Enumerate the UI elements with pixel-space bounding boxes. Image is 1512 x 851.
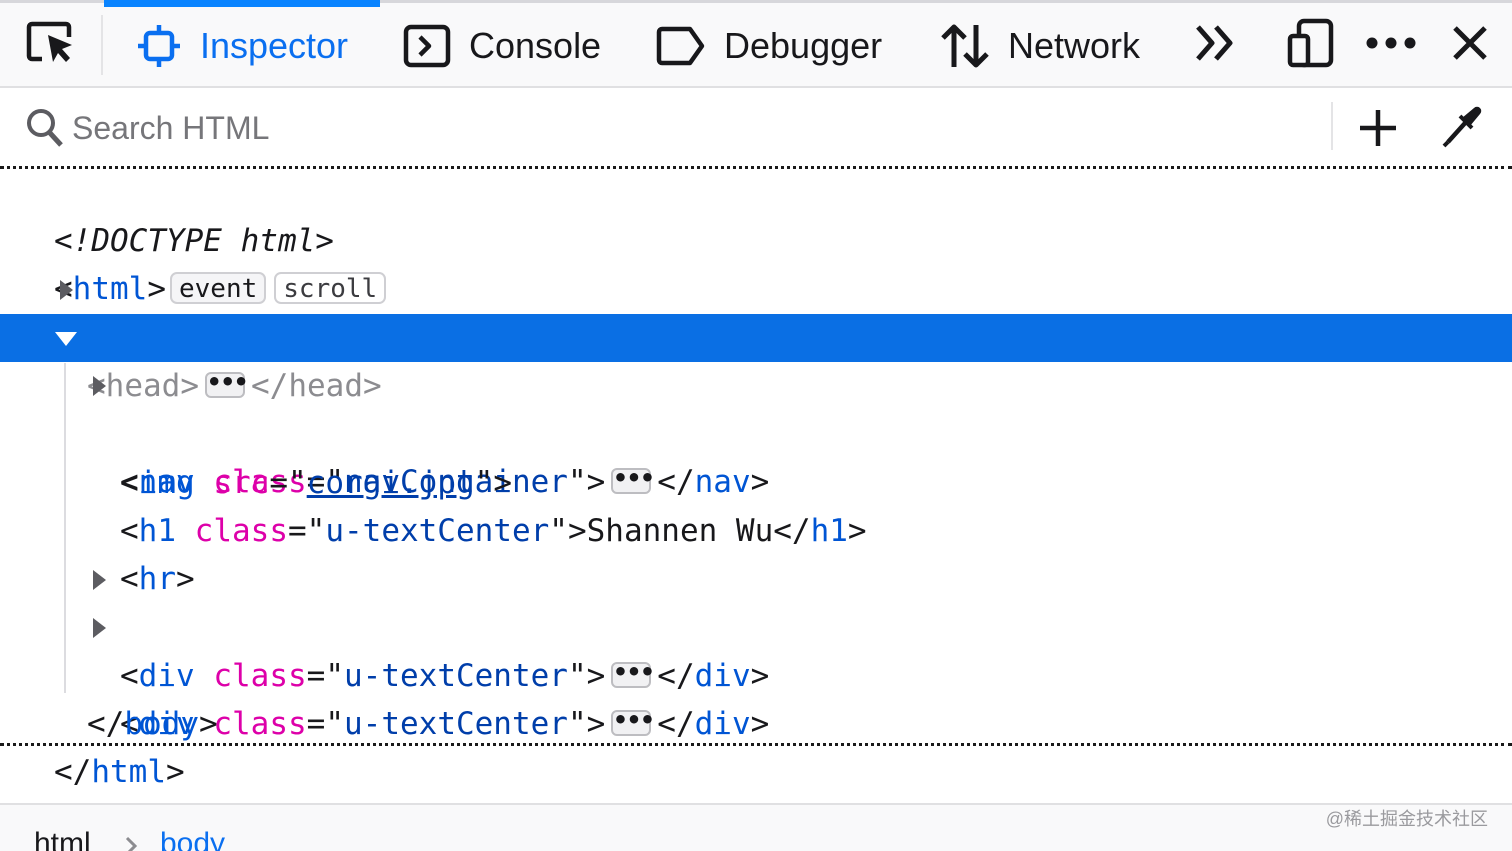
- div-node[interactable]: <div class="u-textCenter">•••</div>: [0, 556, 1512, 694]
- div-attr-value: u-textCenter: [344, 658, 568, 694]
- head-tag-name: head: [105, 368, 181, 404]
- html-close-node[interactable]: </html>: [54, 754, 185, 790]
- h1-text-content: Shannen Wu: [586, 513, 774, 549]
- eyedropper-button[interactable]: [1440, 104, 1484, 155]
- expand-nav-twisty[interactable]: [93, 376, 106, 396]
- responsive-design-button[interactable]: [1287, 3, 1335, 88]
- h1-attr-value: u-textCenter: [325, 513, 550, 549]
- search-divider: [1331, 102, 1333, 150]
- more-options-button[interactable]: [1366, 3, 1416, 88]
- inspector-icon: [136, 23, 182, 69]
- img-src-link[interactable]: corgi.jpg: [306, 465, 475, 501]
- doctype-node[interactable]: <!DOCTYPE html>: [0, 169, 1512, 259]
- eyedropper-icon: [1442, 106, 1482, 148]
- body-close-tag-name: body: [124, 706, 199, 742]
- collapsed-div-marker[interactable]: •••: [611, 705, 655, 736]
- img-tag-name: img: [138, 465, 195, 501]
- expand-div-twisty[interactable]: [93, 618, 106, 638]
- tab-debugger[interactable]: Debugger: [656, 3, 882, 88]
- add-node-icon: [1360, 110, 1396, 146]
- div-attr-name: class: [213, 706, 307, 742]
- element-picker-button[interactable]: [26, 3, 76, 88]
- nav-node[interactable]: <nav class="navContainer">•••</nav>: [0, 362, 1512, 500]
- tab-network-label: Network: [1008, 24, 1141, 66]
- element-picker-icon: [26, 21, 76, 70]
- html-tag-name: html: [72, 271, 148, 307]
- collapse-body-twisty[interactable]: [55, 332, 77, 346]
- breadcrumb-separator-icon: [124, 831, 138, 851]
- body-node-selected[interactable]: <body>: [0, 314, 1512, 452]
- doctype-text: <!DOCTYPE html>: [54, 223, 334, 259]
- add-node-button[interactable]: [1358, 108, 1398, 153]
- hr-tag-name: hr: [138, 561, 176, 597]
- nav-attr-name: class: [213, 464, 307, 500]
- search-bar: [0, 88, 1512, 166]
- tab-inspector[interactable]: Inspector: [104, 0, 380, 88]
- tab-debugger-label: Debugger: [724, 24, 883, 66]
- collapsed-head-marker[interactable]: •••: [205, 367, 248, 398]
- toolbar-divider: [101, 15, 103, 75]
- div-tag-name: div: [138, 706, 195, 742]
- expand-head-twisty[interactable]: [60, 280, 73, 300]
- h1-attr-name: class: [194, 513, 288, 549]
- collapsed-nav-marker[interactable]: •••: [611, 463, 655, 494]
- search-html-input[interactable]: [72, 102, 972, 154]
- devtools-toolbar: Inspector Console Debugger Network: [0, 0, 1512, 88]
- img-attr-name: src: [213, 465, 270, 501]
- more-tabs-button[interactable]: [1194, 3, 1238, 88]
- responsive-design-icon: [1287, 18, 1335, 73]
- div-close-tag-name: div: [694, 658, 751, 694]
- event-badge[interactable]: event: [170, 271, 267, 304]
- html-close-tag-name: html: [91, 754, 166, 790]
- head-close-tag-name: head: [288, 368, 363, 404]
- nav-attr-value: navContainer: [344, 464, 568, 500]
- breadcrumb-item-html[interactable]: html: [34, 827, 91, 851]
- console-icon: [403, 24, 451, 68]
- h1-tag-name: h1: [138, 513, 176, 549]
- collapsed-div-marker[interactable]: •••: [611, 657, 655, 688]
- network-icon: [940, 23, 990, 69]
- nav-tag-name: nav: [138, 464, 195, 500]
- scroll-badge[interactable]: scroll: [274, 271, 387, 304]
- body-close-node[interactable]: </body>: [87, 706, 218, 742]
- expand-div-twisty[interactable]: [93, 570, 106, 590]
- debugger-icon: [656, 26, 706, 66]
- search-icon: [26, 108, 64, 153]
- hr-node[interactable]: <hr>: [120, 561, 195, 597]
- div-tag-name: div: [138, 658, 195, 694]
- div-close-tag-name: div: [694, 706, 751, 742]
- img-node[interactable]: <img src="corgi.jpg">: [120, 465, 512, 501]
- h1-close-tag-name: h1: [810, 513, 848, 549]
- tab-network[interactable]: Network: [940, 3, 1140, 88]
- div-node[interactable]: <div class="u-textCenter">•••</div>: [0, 604, 1512, 742]
- nav-close-tag-name: nav: [694, 464, 751, 500]
- breadcrumb-item-body[interactable]: body: [160, 827, 226, 851]
- body-indent-guide: [64, 363, 66, 693]
- close-icon: [1452, 25, 1488, 66]
- h1-node[interactable]: <h1 class="u-textCenter">Shannen Wu</h1>: [120, 513, 867, 549]
- more-options-icon: [1366, 36, 1416, 55]
- watermark: @稀土掘金技术社区: [1325, 809, 1488, 829]
- close-devtools-button[interactable]: [1452, 3, 1488, 88]
- breadcrumb: html body: [0, 803, 1512, 851]
- div-attr-value: u-textCenter: [344, 706, 568, 742]
- tab-console[interactable]: Console: [403, 3, 601, 88]
- body-tag-name: body: [105, 416, 181, 452]
- div-attr-name: class: [213, 658, 307, 694]
- head-node[interactable]: <head>•••</head>: [0, 266, 1512, 404]
- tab-console-label: Console: [469, 24, 602, 66]
- overflow-chevron-icon: [1194, 23, 1238, 68]
- tab-inspector-label: Inspector: [199, 24, 349, 66]
